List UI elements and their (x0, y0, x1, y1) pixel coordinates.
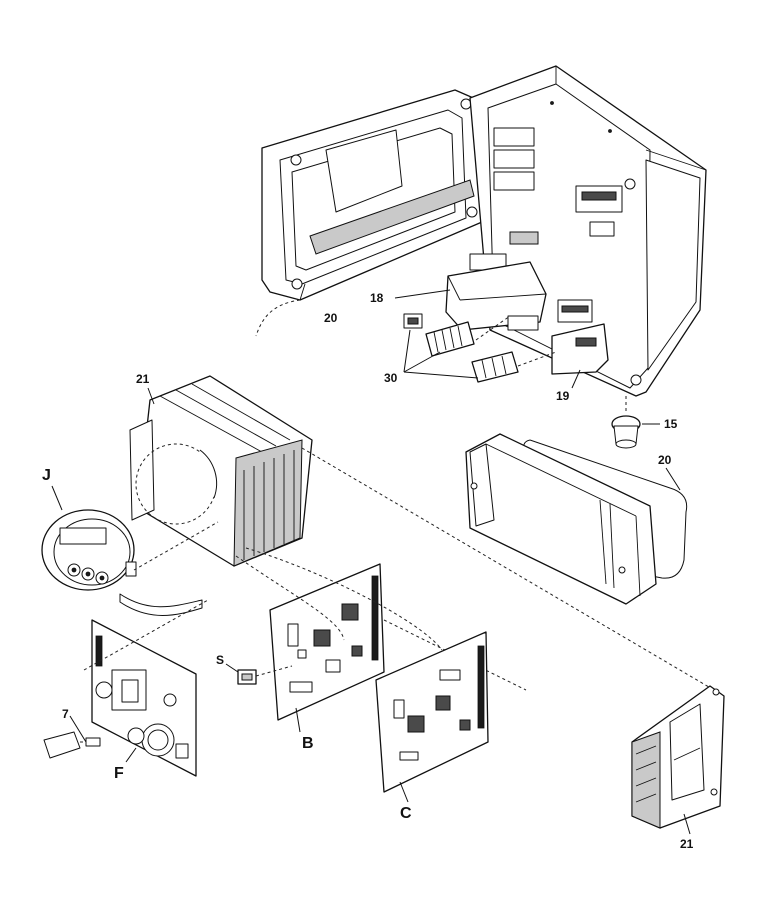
frame-21-bottom (631, 685, 725, 829)
label-20-cover-gasket: 20 (658, 453, 672, 467)
label-30: 30 (384, 371, 398, 385)
label-S: S (216, 653, 224, 667)
label-21-bottom: 21 (680, 837, 694, 851)
label-B: B (302, 735, 314, 752)
module-S (237, 665, 293, 685)
label-18: 18 (370, 291, 384, 305)
housing-lid (261, 89, 483, 301)
label-J: J (42, 467, 51, 484)
power-board-F (83, 599, 209, 777)
label-21-top: 21 (136, 372, 150, 386)
label-7: 7 (62, 707, 69, 721)
leader-lines (51, 289, 691, 835)
label-20-lid-gasket: 20 (324, 311, 338, 325)
gasket-link-top (255, 299, 301, 337)
front-cover-20 (465, 433, 688, 605)
terminal-plugs-30 (403, 313, 557, 383)
fuse-7 (43, 731, 101, 759)
housing-base (445, 65, 707, 397)
label-15: 15 (664, 417, 678, 431)
frame-21-top (129, 375, 715, 691)
label-19: 19 (556, 389, 570, 403)
display-module-J (41, 509, 219, 616)
label-F: F (114, 765, 124, 782)
board-C (375, 631, 489, 793)
label-C: C (400, 805, 412, 822)
board-B (269, 563, 527, 721)
cable-gland-15 (611, 396, 660, 449)
